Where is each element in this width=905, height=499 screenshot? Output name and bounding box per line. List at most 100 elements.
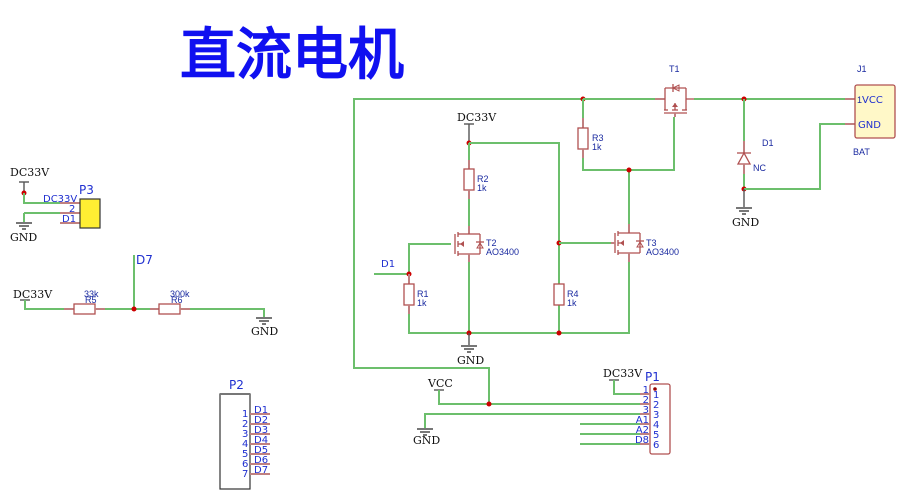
j1-pin1-name: VCC bbox=[862, 95, 883, 106]
net-label-d1: D1 bbox=[381, 259, 395, 270]
p3-ref: P3 bbox=[79, 183, 94, 197]
t1-ref: T1 bbox=[669, 64, 680, 74]
junction-dot bbox=[131, 306, 137, 312]
r2-value: 1k bbox=[477, 183, 487, 193]
p1-outer-label: 3 bbox=[643, 405, 649, 416]
t3-mosfet-icon bbox=[611, 224, 644, 262]
net-label-gnd: GND bbox=[732, 216, 759, 229]
d1-ref: D1 bbox=[762, 138, 774, 148]
wire bbox=[438, 390, 640, 405]
j1-ref: J1 bbox=[857, 64, 867, 74]
p3-pin-label: 2 bbox=[69, 204, 75, 215]
p2-pin-label: D6 bbox=[254, 455, 268, 466]
t2-mosfet-icon bbox=[454, 226, 484, 262]
j1-body bbox=[854, 84, 896, 139]
wire bbox=[23, 193, 60, 204]
r3-ref: R3 bbox=[592, 133, 604, 143]
wire bbox=[24, 300, 64, 310]
t3-ref: T3 bbox=[646, 238, 657, 248]
d1-value: NC bbox=[753, 163, 766, 173]
p2-pin-number: 4 bbox=[242, 439, 248, 450]
p1-outer-label: D8 bbox=[635, 435, 649, 446]
p2-pin-label: D2 bbox=[254, 415, 268, 426]
p1-ref: P1 bbox=[645, 370, 660, 384]
motor-driver-circuit[interactable]: DC33V R2 1k T2 AO34 bbox=[353, 64, 896, 404]
t1-mosfet-icon bbox=[655, 84, 694, 117]
p2-pin-number: 6 bbox=[242, 459, 248, 470]
r6-ref: R6 bbox=[171, 295, 183, 305]
r3-value: 1k bbox=[592, 142, 602, 152]
p1-outer-label: A1 bbox=[636, 415, 649, 426]
r2-resistor-icon bbox=[463, 168, 475, 191]
wire bbox=[744, 123, 845, 190]
p3-pin-label: DC33V bbox=[43, 194, 77, 205]
p2-pin-label: D1 bbox=[254, 405, 268, 416]
wire bbox=[424, 413, 640, 429]
p1-outer-label: 2 bbox=[643, 395, 649, 406]
p1-outer-label: A2 bbox=[636, 425, 649, 436]
p1-pin-number: 6 bbox=[653, 440, 659, 451]
wire bbox=[613, 380, 640, 395]
p2-pin-label: D3 bbox=[254, 425, 268, 436]
wire bbox=[408, 243, 451, 274]
p2-pin-number: 1 bbox=[242, 409, 248, 420]
net-label-vcc: VCC bbox=[427, 377, 453, 390]
p1-pin-number: 4 bbox=[653, 420, 659, 431]
net-label-dc33v: DC33V bbox=[603, 367, 643, 380]
r1-value: 1k bbox=[417, 298, 427, 308]
p2-pin-number: 2 bbox=[242, 419, 248, 430]
net-label-gnd: GND bbox=[251, 325, 278, 338]
p2-pin-group: 1 D1 2 D2 3 D3 4 D4 5 D5 6 D6 7 D7 bbox=[242, 405, 270, 480]
r5-ref: R5 bbox=[85, 295, 97, 305]
d1-diode-icon bbox=[736, 141, 752, 174]
net-label-dc33v: DC33V bbox=[457, 111, 497, 124]
p1-pin-number: 2 bbox=[653, 400, 659, 411]
p1-pin-number: 1 bbox=[653, 390, 659, 401]
voltage-divider[interactable]: DC33V 33k R5 D7 300k R6 GND bbox=[13, 253, 278, 338]
r6-value: 300k bbox=[170, 289, 190, 299]
net-label-dc33v: DC33V bbox=[13, 288, 53, 301]
p1-pin1-marker bbox=[653, 387, 657, 391]
wire bbox=[353, 98, 583, 404]
p2-pin-number: 7 bbox=[242, 469, 248, 480]
junction-dot bbox=[626, 167, 632, 173]
p2-pin-label: D4 bbox=[254, 435, 268, 446]
t2-ref: T2 bbox=[486, 238, 497, 248]
p3-connector[interactable]: DC33V GND P3 DC33V 2 D1 bbox=[10, 166, 101, 244]
net-label-gnd: GND bbox=[413, 434, 440, 447]
t3-value: AO3400 bbox=[646, 247, 679, 257]
p2-pin-label: D5 bbox=[254, 445, 268, 456]
schematic-title: 直流电机 bbox=[180, 23, 404, 88]
p1-body bbox=[649, 383, 671, 455]
r4-value: 1k bbox=[567, 298, 577, 308]
junction-dot bbox=[486, 401, 492, 407]
p2-pin-label: D7 bbox=[254, 465, 268, 476]
net-label-gnd: GND bbox=[457, 354, 484, 367]
r2-ref: R2 bbox=[477, 174, 489, 184]
r3-resistor-icon bbox=[577, 127, 589, 150]
p1-outer-label: 1 bbox=[643, 385, 649, 396]
r5-value: 33k bbox=[84, 289, 99, 299]
junction-dot bbox=[556, 330, 562, 336]
r6-resistor-icon bbox=[158, 303, 181, 315]
p1-pin-number: 3 bbox=[653, 410, 659, 421]
net-label-d7: D7 bbox=[136, 253, 153, 267]
r5-resistor-icon bbox=[73, 303, 96, 315]
r4-resistor-icon bbox=[553, 283, 565, 306]
p1-pin-number: 5 bbox=[653, 430, 659, 441]
j1-pin1-num: 1 bbox=[857, 95, 862, 105]
wire bbox=[190, 308, 265, 318]
t2-value: AO3400 bbox=[486, 247, 519, 257]
net-label-dc33v: DC33V bbox=[10, 166, 50, 179]
j1-value: BAT bbox=[853, 147, 870, 157]
wire bbox=[469, 142, 560, 333]
p2-pin-number: 5 bbox=[242, 449, 248, 460]
p2-pin-number: 3 bbox=[242, 429, 248, 440]
r1-ref: R1 bbox=[417, 289, 429, 299]
p3-pin-label: D1 bbox=[62, 214, 76, 225]
p3-body bbox=[79, 198, 101, 229]
